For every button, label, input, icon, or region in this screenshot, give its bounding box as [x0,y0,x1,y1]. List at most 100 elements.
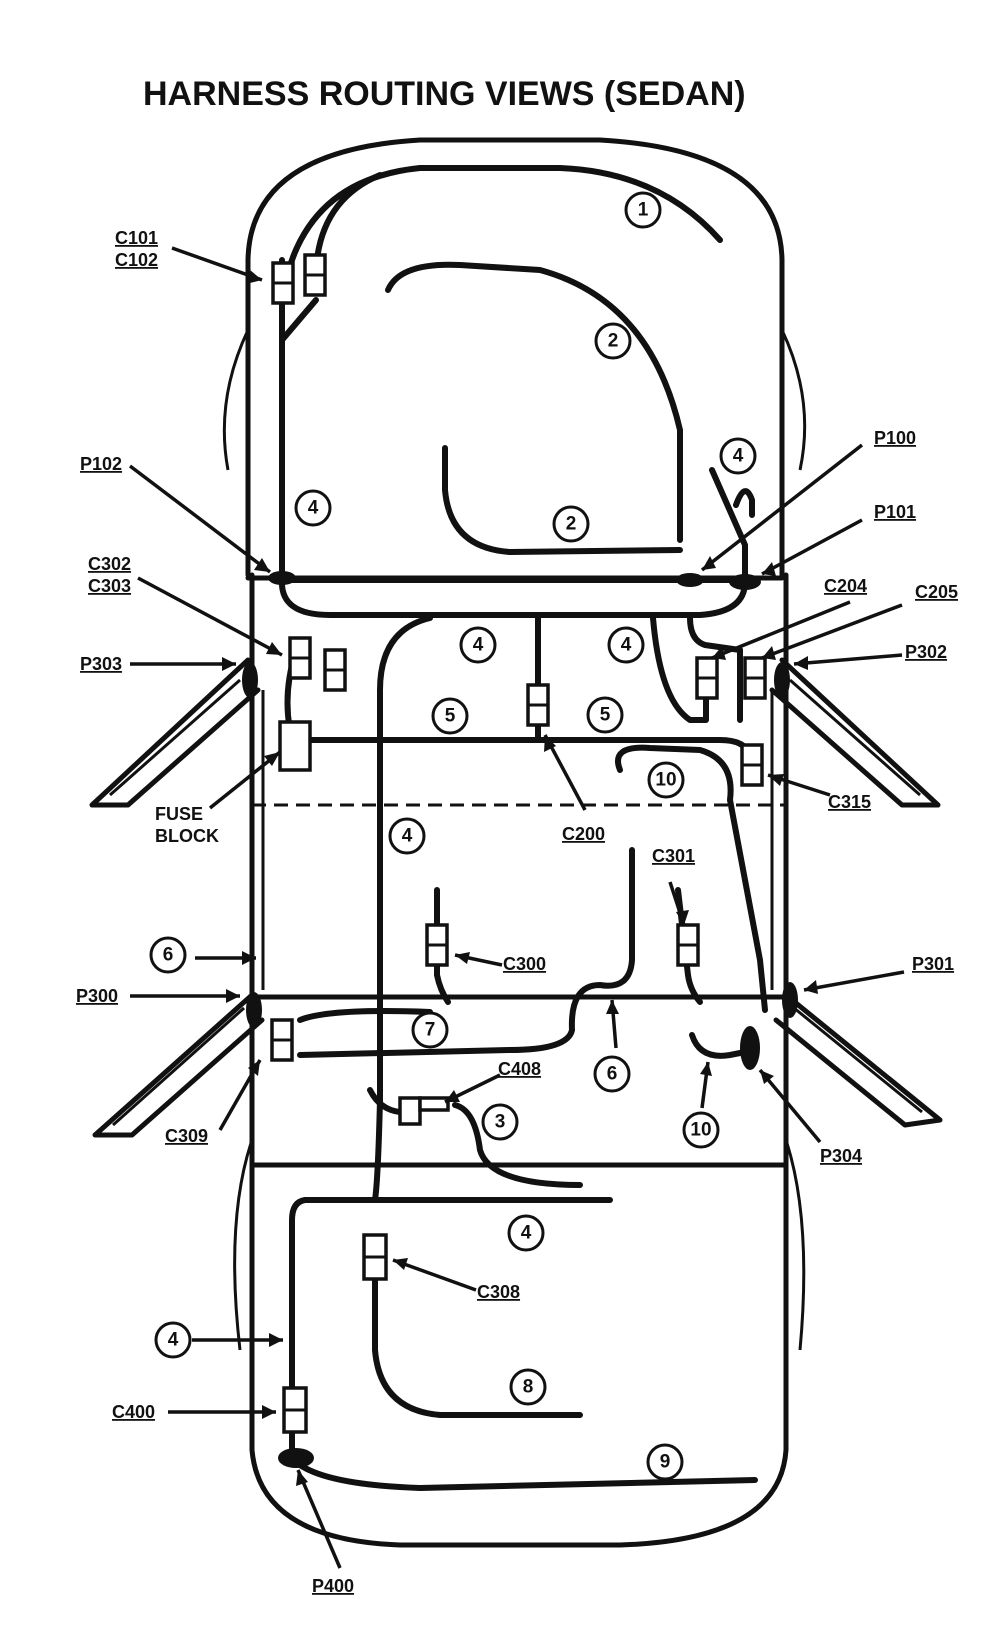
label-c301: C301 [652,846,695,866]
grommet-p301 [782,982,798,1018]
callout-4-rear: 4 [507,1214,545,1252]
callout-2a: 2 [594,322,632,360]
grommet-p303 [242,662,258,698]
callout-4-left-front: 4 [294,489,332,527]
label-c102: C102 [115,250,158,270]
front-left-door [89,657,261,808]
label-c302: C302 [88,554,131,574]
svg-text:2: 2 [566,514,577,535]
label-c408: C408 [498,1059,541,1079]
harness-5-dash [284,637,753,758]
svg-text:10: 10 [690,1120,711,1141]
svg-text:5: 5 [445,706,456,727]
callout-4-rear-left: 4 [154,1321,192,1359]
harness-6-7-floor [297,847,635,1058]
label-c308: C308 [477,1282,520,1302]
connector-c315 [740,743,764,787]
connector-c200 [526,683,550,727]
label-p101: P101 [874,502,916,522]
svg-text:4: 4 [168,1330,179,1351]
harness-2-engine [385,261,683,555]
harness-10-rear-loop [689,1032,758,1059]
vehicle-body-outline [222,137,807,1548]
grommet-p400 [278,1448,314,1468]
callout-6-left: 6 [149,936,187,974]
harness-4-center [372,612,541,1203]
callout-7: 7 [411,1011,449,1049]
svg-text:4: 4 [521,1223,532,1244]
callout-5-left: 5 [431,697,469,735]
label-p102: P102 [80,454,122,474]
callout-1: 1 [624,191,662,229]
fuse-block [278,720,312,772]
callout-4-mid-right: 4 [607,626,645,664]
diagram-title: HARNESS ROUTING VIEWS (SEDAN) [143,75,746,113]
label-p300: P300 [76,986,118,1006]
label-c309: C309 [165,1126,208,1146]
callout-3: 3 [481,1103,519,1141]
grommet-p100 [676,573,704,587]
svg-text:2: 2 [608,331,619,352]
svg-text:4: 4 [308,498,319,519]
grommet-p102 [268,571,296,585]
label-p301: P301 [912,954,954,974]
label-fuse-block-line2: BLOCK [155,826,219,846]
harness-301-branch [675,887,703,1005]
svg-text:5: 5 [600,705,611,726]
label-p100: P100 [874,428,916,448]
connector-c300 [425,923,449,967]
svg-text:8: 8 [523,1377,534,1398]
svg-text:6: 6 [163,945,174,966]
label-p302: P302 [905,642,947,662]
svg-text:4: 4 [473,635,484,656]
label-c300: C300 [503,954,546,974]
grommet-p304 [740,1026,760,1070]
harness-4-rear [289,1197,613,1453]
svg-text:4: 4 [402,826,413,847]
harness-9-rear [297,1462,758,1491]
harness-1-front-loop [279,165,723,333]
label-c205: C205 [915,582,958,602]
svg-text:7: 7 [425,1020,436,1041]
label-c200: C200 [562,824,605,844]
rear-left-door [92,992,265,1138]
svg-text:9: 9 [660,1452,671,1473]
svg-text:1: 1 [638,200,649,221]
label-c303: C303 [88,576,131,596]
connector-c301 [676,923,700,967]
callout-2b: 2 [552,505,590,543]
svg-text:4: 4 [621,635,632,656]
callout-10-top: 10 [647,761,685,799]
label-c400: C400 [112,1402,155,1422]
rear-right-door [773,992,943,1128]
harness-10-right [615,744,768,1013]
connector-c102 [303,253,327,297]
front-right-door [769,657,941,808]
label-c204: C204 [824,576,867,596]
callout-5-right: 5 [586,696,624,734]
svg-text:10: 10 [655,770,676,791]
connector-c302 [288,636,312,680]
label-p304: P304 [820,1146,862,1166]
cowl-crossbar [278,577,748,618]
callout-10-bottom: 10 [682,1111,720,1149]
harness-3-c408 [367,1087,583,1188]
harness-4-right-front [709,467,755,585]
harness-4-right-mid [650,615,743,723]
connector-c204 [695,656,719,700]
label-c101: C101 [115,228,158,248]
svg-text:4: 4 [733,446,744,467]
connector-c101 [271,261,295,305]
label-fuse-block-line1: FUSE [155,804,203,824]
label-c315: C315 [828,792,871,812]
grommet-p302 [774,662,790,698]
connector-c308 [362,1233,388,1281]
callout-8: 8 [509,1368,547,1406]
connector-c408 [398,1096,450,1126]
label-p303: P303 [80,654,122,674]
label-p400: P400 [312,1576,354,1596]
connector-c400 [282,1386,308,1434]
callout-6-center: 6 [593,1055,631,1093]
harness-4-left-front [279,257,319,583]
